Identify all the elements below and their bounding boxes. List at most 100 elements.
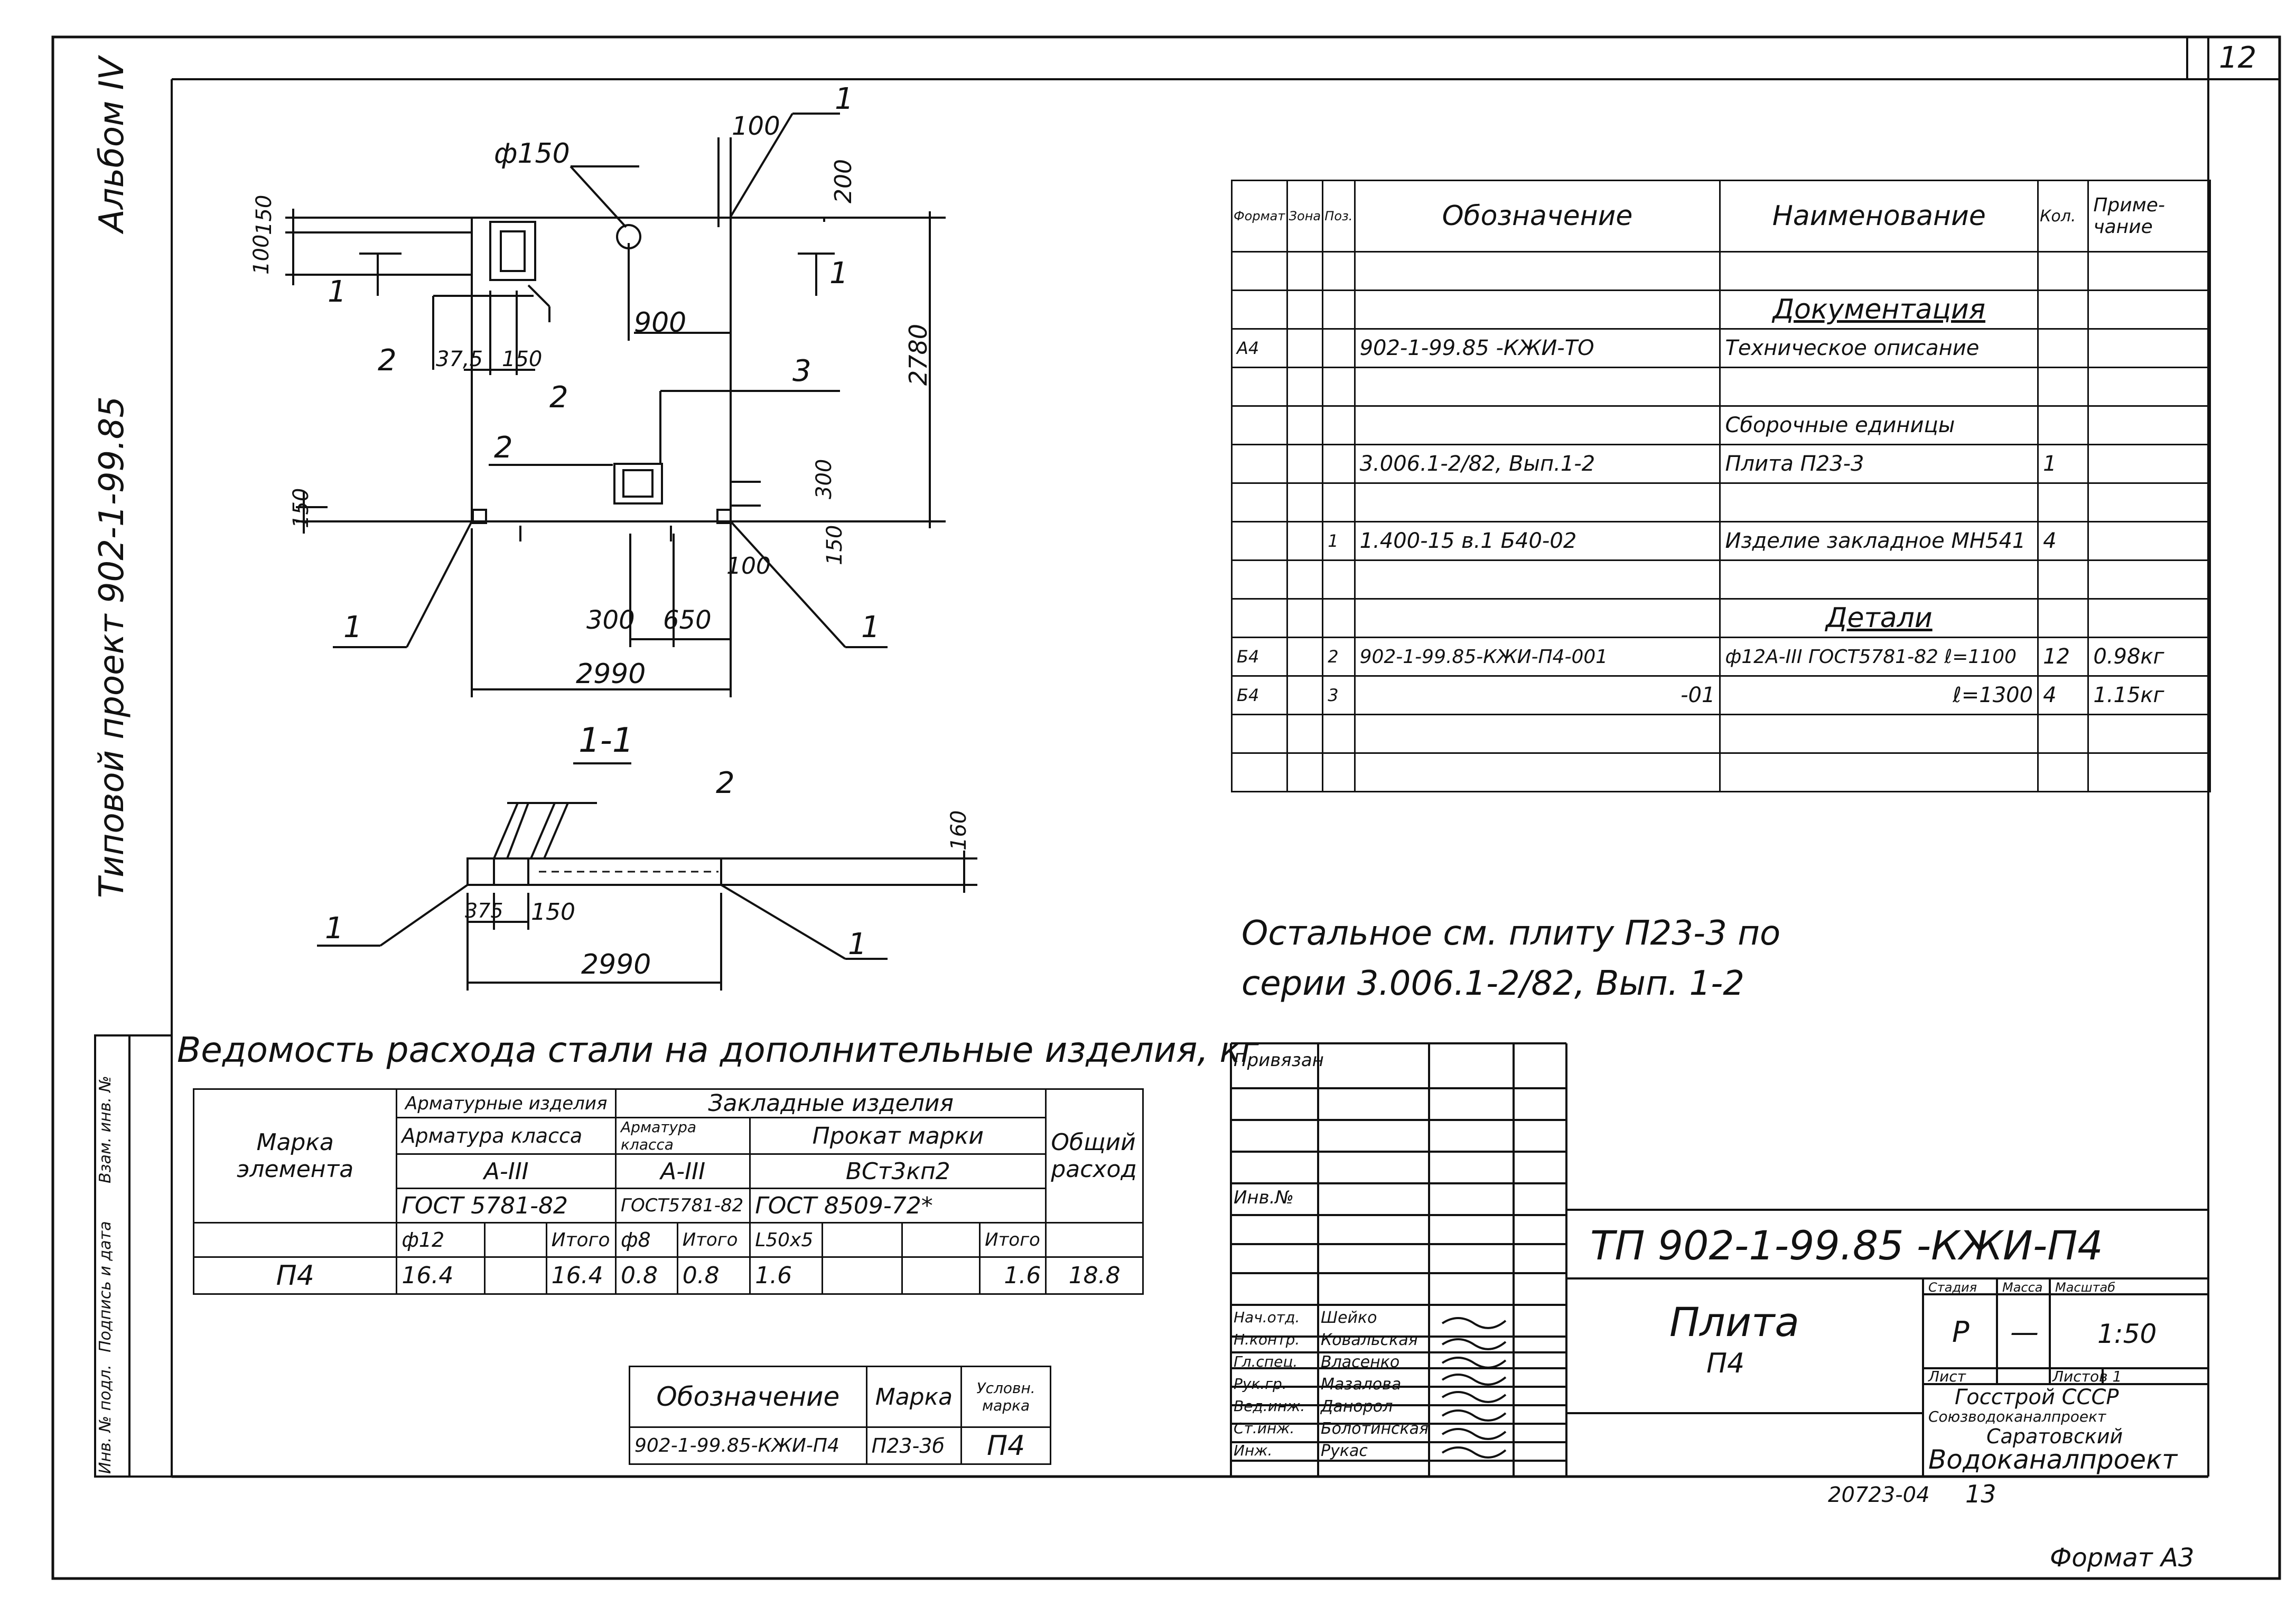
mark-h-cond: Условн. марка [960, 1366, 1051, 1428]
tb-code: ТП 902-1-99.85 -КЖИ-П4 [1590, 1222, 2103, 1269]
spec-cell-note [2087, 328, 2211, 368]
dim-100-low: 100 [726, 553, 771, 580]
tb-stage: Р [1952, 1315, 1970, 1349]
spec-table: Формат Зона Поз. Обозначение Наименовани… [1231, 180, 2211, 792]
spec-body: Формат Зона Поз. Обозначение Наименовани… [1231, 180, 2211, 792]
spec-cell-designation [1354, 752, 1721, 792]
spec-cell-note [2087, 482, 2211, 522]
steel-sub-f12: ф12 [396, 1222, 486, 1258]
spec-cell-zone [1286, 251, 1324, 291]
project-label: Типовой проект 902-1-99.85 [92, 396, 132, 898]
spec-cell-pos [1322, 598, 1356, 638]
spec-cell-format [1231, 714, 1288, 754]
tb-role: Инж. [1234, 1442, 1273, 1459]
spec-cell-qty [2037, 598, 2089, 638]
spec-cell-qty: 1 [2037, 444, 2089, 484]
mark-cond: П4 [960, 1426, 1051, 1465]
spec-cell-format [1231, 752, 1288, 792]
steel-sub-itogo-2: Итого [676, 1222, 751, 1258]
spec-cell-pos: 3 [1322, 675, 1356, 715]
steel-h-emb-items: Закладные изделия [615, 1088, 1047, 1118]
spec-cell-format [1231, 521, 1288, 561]
spec-cell-qty [2037, 482, 2089, 522]
spec-h-designation: Обозначение [1354, 180, 1721, 253]
spec-row [1231, 482, 2211, 522]
dim-100-top: 100 [732, 111, 780, 141]
spec-cell-format: А4 [1231, 328, 1288, 368]
spec-row [1231, 367, 2211, 407]
steel-h-arm-items: Арматурные изделия [396, 1088, 617, 1118]
steel-row-empty [484, 1256, 547, 1295]
spec-cell-note [2087, 598, 2211, 638]
note-line-2: серии 3.006.1-2/82, Вып. 1-2 [1242, 964, 1744, 1003]
steel-class-a3-b: А-III [615, 1153, 751, 1189]
spec-cell-note [2087, 714, 2211, 754]
tb-org-3: Саратовский [1986, 1425, 2123, 1448]
dim-150-plate: 150 [502, 347, 543, 371]
dim-300-bottom: 300 [586, 605, 635, 635]
section-mark-right: 1 [829, 256, 848, 291]
steel-sub-empty [192, 1222, 398, 1258]
dim-150-left: 150 [252, 194, 276, 235]
spec-cell-zone [1286, 444, 1324, 484]
spec-cell-designation: -01 [1354, 675, 1721, 715]
spec-cell-note: 1.15кг [2087, 675, 2211, 715]
tb-stage-h: Стадия [1928, 1280, 1977, 1295]
spec-cell-pos [1322, 444, 1356, 484]
spec-cell-name [1719, 559, 2039, 600]
dim-hole: ф150 [494, 138, 570, 170]
tb-person: Власенко [1321, 1353, 1400, 1371]
spec-cell-name: Документация [1719, 289, 2039, 330]
spec-cell-designation: 902-1-99.85-КЖИ-П4-001 [1354, 637, 1721, 677]
tb-person: Рукас [1321, 1442, 1368, 1460]
leader-1-top: 1 [835, 82, 854, 116]
spec-row: Сборочные единицы [1231, 405, 2211, 445]
spec-cell-zone [1286, 714, 1324, 754]
spec-cell-designation [1354, 559, 1721, 600]
stamp-number: 20723-04 [1828, 1483, 1930, 1507]
spec-h-name: Наименование [1719, 180, 2039, 253]
spec-cell-format [1231, 444, 1288, 484]
section-dim-375: 375 [465, 899, 503, 922]
tb-bound: Привязан [1234, 1050, 1324, 1071]
dim-2990: 2990 [576, 658, 646, 690]
spec-h-format: Формат [1231, 180, 1288, 253]
section-dim-150: 150 [531, 899, 575, 926]
spec-cell-note [2087, 251, 2211, 291]
leader-2-left: 2 [378, 343, 397, 378]
steel-row-f12: 16.4 [396, 1256, 486, 1295]
spec-h-pos: Поз. [1322, 180, 1356, 253]
steel-h-mark: Марка элемента [192, 1088, 398, 1224]
spec-cell-note: 0.98кг [2087, 637, 2211, 677]
steel-table: Марка элемента Арматурные изделия Заклад… [192, 1088, 1144, 1295]
dim-650: 650 [663, 605, 712, 635]
album-label: Альбом IV [92, 57, 132, 232]
tb-scale-h: Масштаб [2055, 1280, 2116, 1295]
spec-row [1231, 714, 2211, 754]
steel-row-empty-3 [901, 1256, 981, 1295]
spec-cell-qty: 4 [2037, 521, 2089, 561]
spec-cell-pos [1322, 405, 1356, 445]
spec-cell-name: Плита П23-3 [1719, 444, 2039, 484]
spec-cell-pos [1322, 559, 1356, 600]
spec-cell-name: Техническое описание [1719, 328, 2039, 368]
steel-sub-f8: ф8 [615, 1222, 678, 1258]
tb-org-4: Водоканалпроект [1928, 1444, 2178, 1475]
steel-sub-empty-3 [821, 1222, 903, 1258]
spec-cell-pos [1322, 367, 1356, 407]
tb-role: Гл.спец. [1234, 1353, 1298, 1370]
spec-cell-note [2087, 367, 2211, 407]
spec-cell-designation: 3.006.1-2/82, Вып.1-2 [1354, 444, 1721, 484]
spec-cell-pos [1322, 714, 1356, 754]
leader-2-low: 2 [494, 431, 513, 465]
tb-sheets-h: Листов 1 [2052, 1368, 2122, 1385]
mark-h-mark: Марка [865, 1366, 963, 1428]
steel-sub-empty-2 [484, 1222, 547, 1258]
spec-cell-name: ф12А-III ГОСТ5781-82 ℓ=1100 [1719, 637, 2039, 677]
spec-row [1231, 752, 2211, 792]
spec-cell-name: Изделие закладное МН541 [1719, 521, 2039, 561]
tb-scale: 1:50 [2097, 1319, 2157, 1349]
